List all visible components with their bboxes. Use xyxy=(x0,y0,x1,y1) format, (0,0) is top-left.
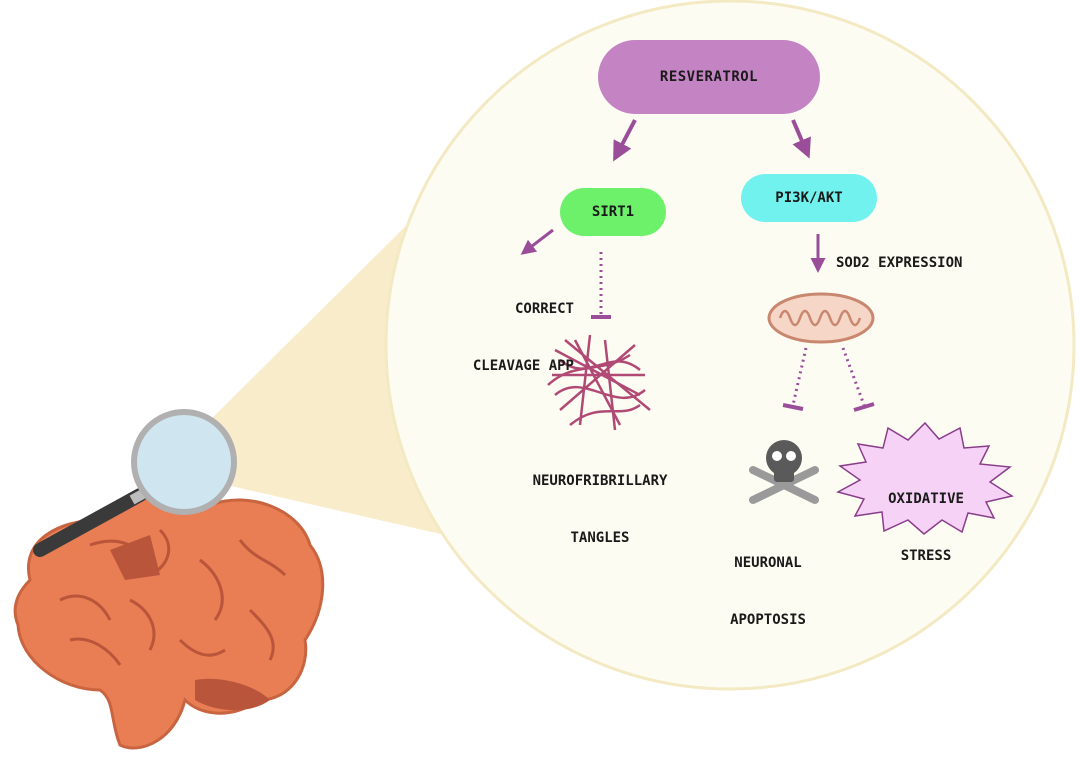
magnifier-beam xyxy=(200,212,445,535)
tangles-label: NEUROFRIBRILLARY TANGLES xyxy=(532,473,668,546)
arrow-sirt1-to-cleavage xyxy=(520,228,554,255)
mitochondria-icon xyxy=(767,292,875,344)
tangles-icon xyxy=(547,334,651,431)
pi3k-akt-node: PI3K/AKT xyxy=(741,174,877,222)
neuronal-apoptosis-label: NEURONAL APOPTOSIS xyxy=(730,555,806,628)
inhibit-sirt1-tangles xyxy=(591,252,611,319)
correct-cleavage-label: CORRECT CLEAVAGE APP xyxy=(472,301,574,374)
brain-illustration xyxy=(13,493,325,750)
arrow-resveratrol-to-sirt1 xyxy=(613,119,637,162)
oxidative-stress-label: OXIDATIVE STRESS xyxy=(888,491,964,564)
inhibit-mito-stress xyxy=(841,347,875,412)
sod2-expression-label: SOD2 EXPRESSION xyxy=(836,255,963,271)
arrow-resveratrol-to-pi3k xyxy=(791,119,811,159)
inhibit-mito-apoptosis xyxy=(782,347,808,411)
magnifying-glass-icon xyxy=(33,409,237,557)
sirt1-node: SIRT1 xyxy=(560,188,666,236)
skull-crossbones-icon xyxy=(749,440,819,504)
resveratrol-node: RESVERATROL xyxy=(598,40,820,114)
oxidative-stress-starburst xyxy=(835,421,1014,535)
